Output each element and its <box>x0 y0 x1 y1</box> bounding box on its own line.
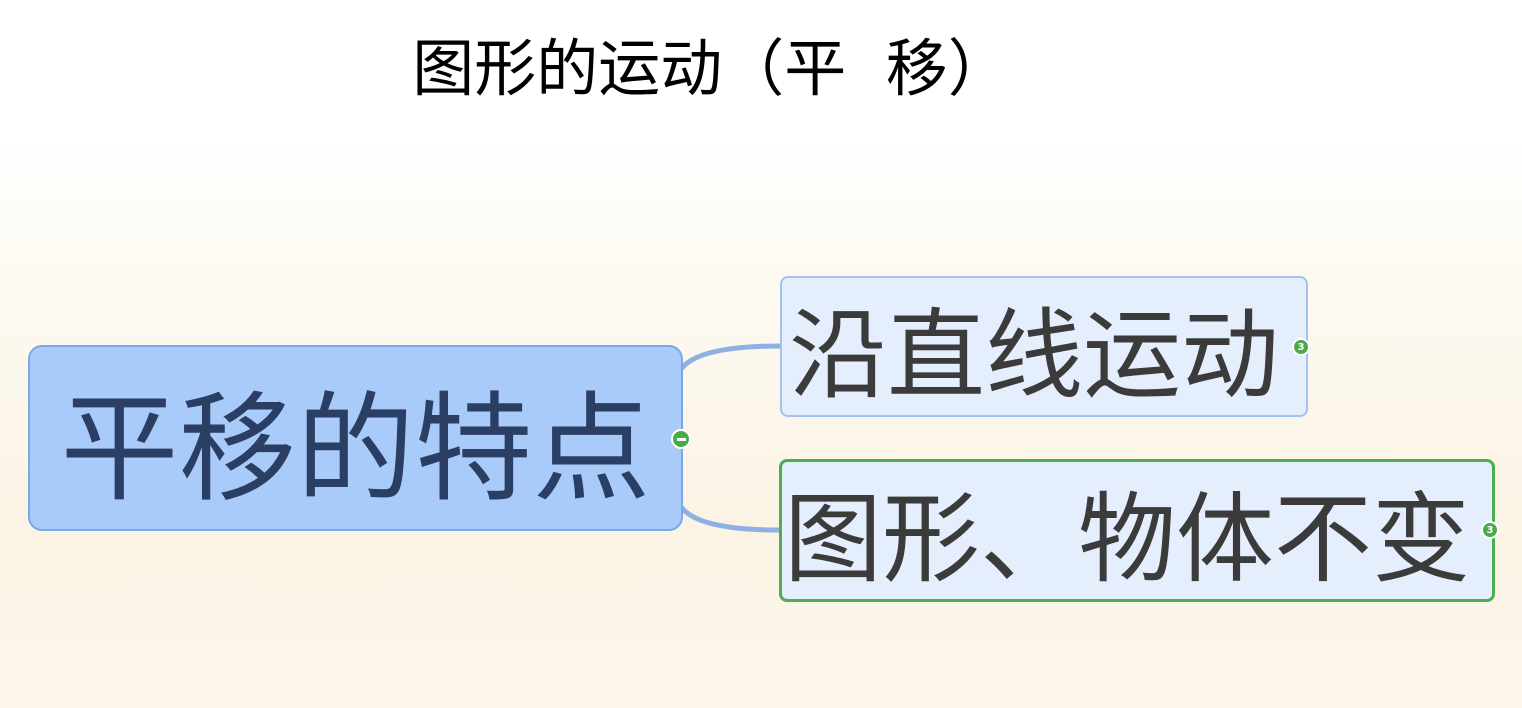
minus-circle-icon[interactable] <box>671 429 691 449</box>
subtopic-straight-line[interactable]: 沿直线运动 <box>780 276 1308 417</box>
connector-line <box>679 505 782 533</box>
connector-line <box>679 343 783 371</box>
central-topic[interactable]: 平移的特点 <box>28 345 683 531</box>
subtopic-label: 图形、物体不变 <box>783 482 1470 597</box>
subtopic-label: 沿直线运动 <box>788 298 1279 413</box>
subtopic-shape-unchanged[interactable]: 图形、物体不变 <box>779 459 1495 602</box>
slide-title: 图形的运动（平 移） <box>412 32 1010 105</box>
minus-glyph <box>676 437 686 441</box>
count-badge-icon[interactable]: 3 <box>1292 338 1310 356</box>
central-topic-label: 平移的特点 <box>60 379 651 518</box>
count-badge-icon[interactable]: 3 <box>1481 521 1499 539</box>
